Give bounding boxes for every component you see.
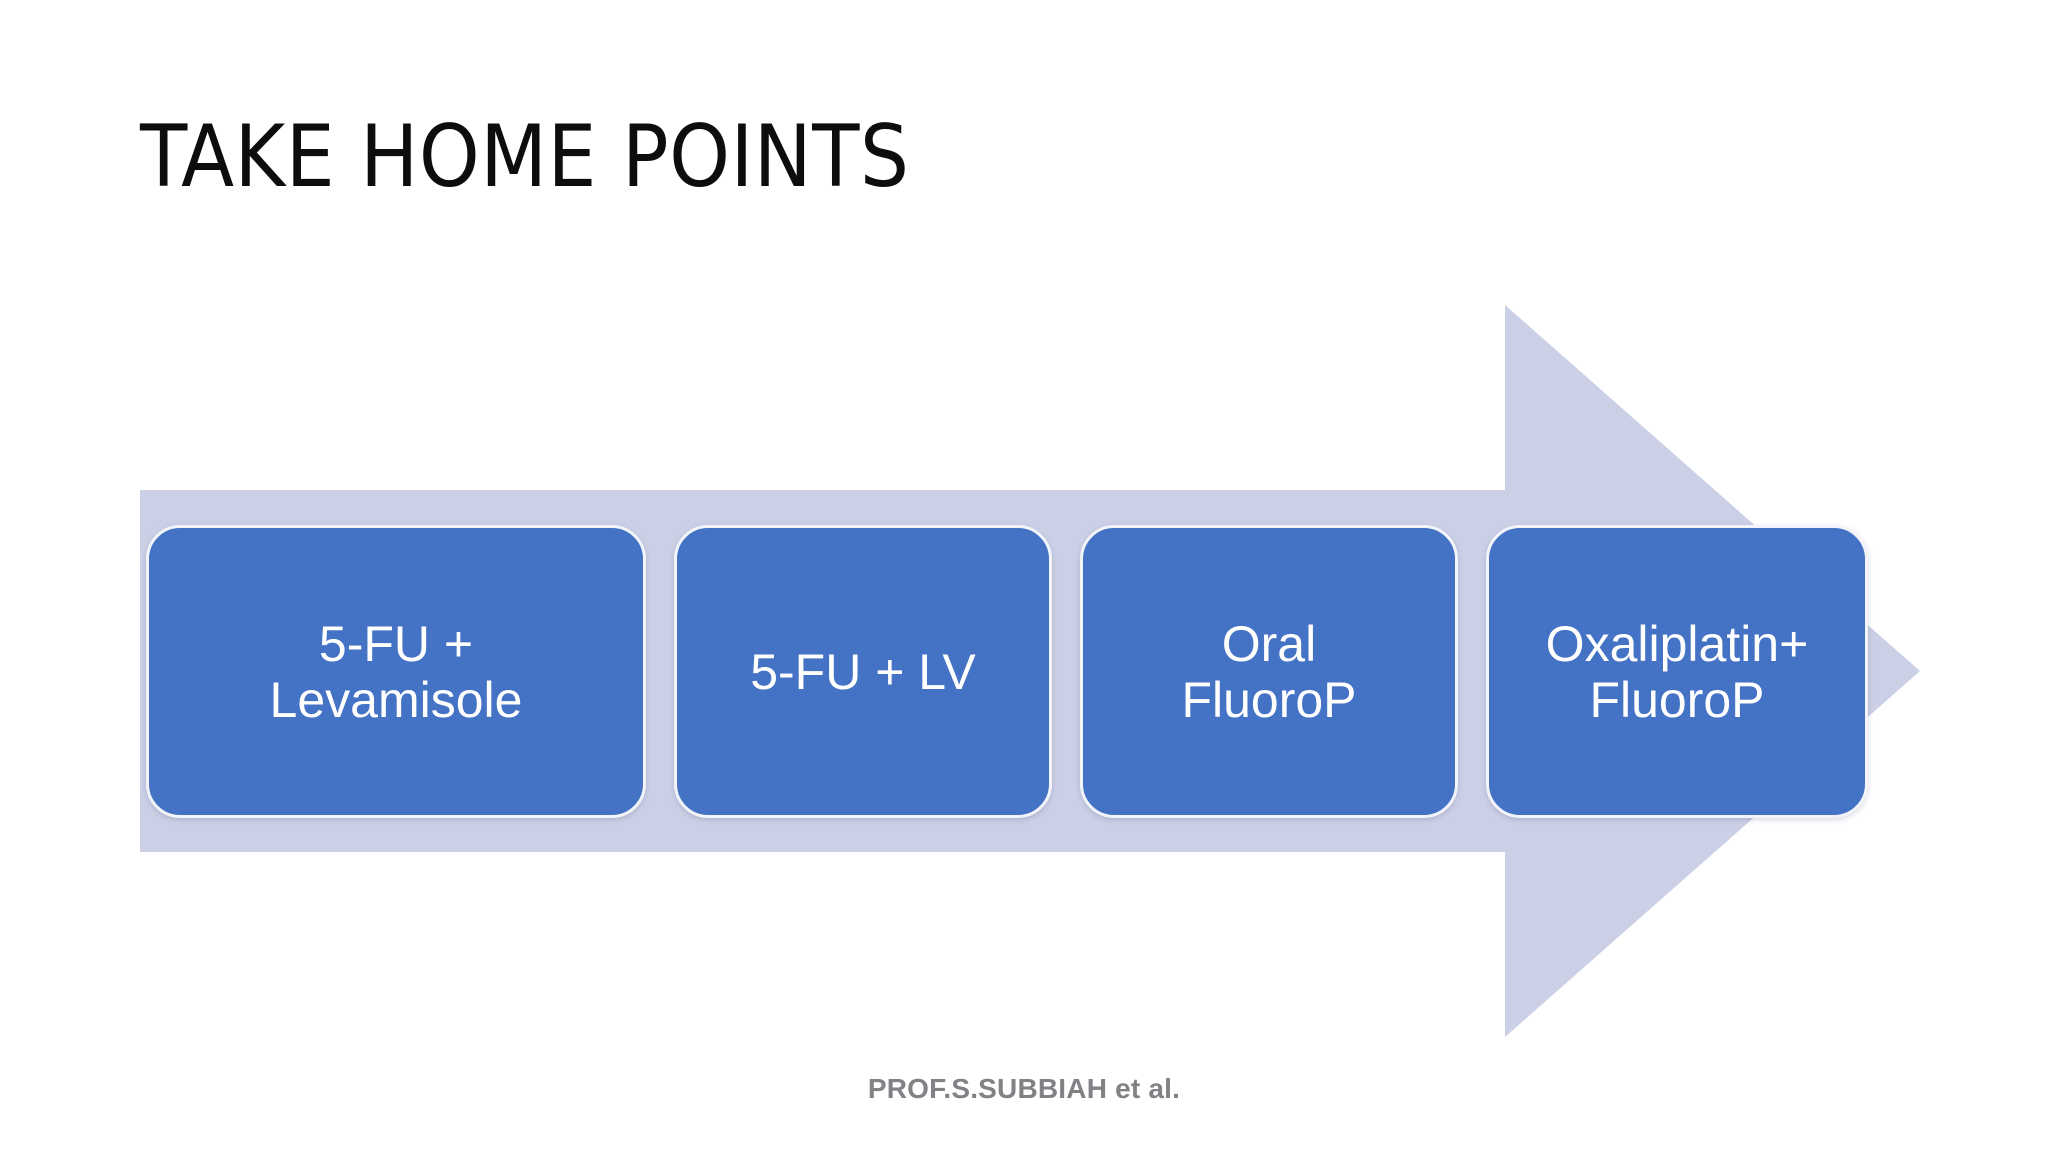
process-step-1[interactable]: 5-FU + Levamisole xyxy=(146,525,646,818)
process-step-1-line2: Levamisole xyxy=(269,671,523,728)
process-step-4-text: Oxaliplatin+ FluoroP xyxy=(1505,616,1849,728)
process-step-3-line1: Oral xyxy=(1221,615,1317,672)
process-step-2-line1: 5-FU + LV xyxy=(750,643,976,700)
process-step-1-line1: 5-FU + xyxy=(318,615,474,672)
process-step-2[interactable]: 5-FU + LV xyxy=(674,525,1052,818)
process-step-2-text: 5-FU + LV xyxy=(693,644,1033,700)
footer-credit: PROF.S.SUBBIAH et al. xyxy=(867,1073,1181,1104)
process-step-4-line2: FluoroP xyxy=(1589,671,1765,728)
process-step-4-line1: Oxaliplatin+ xyxy=(1545,615,1809,672)
process-step-3-line2: FluoroP xyxy=(1181,671,1357,728)
process-step-3-text: Oral FluoroP xyxy=(1099,616,1439,728)
process-step-4[interactable]: Oxaliplatin+ FluoroP xyxy=(1486,525,1868,818)
process-step-3[interactable]: Oral FluoroP xyxy=(1080,525,1458,818)
page-title: TAKE HOME POINTS xyxy=(140,107,910,207)
process-step-1-text: 5-FU + Levamisole xyxy=(165,616,627,728)
